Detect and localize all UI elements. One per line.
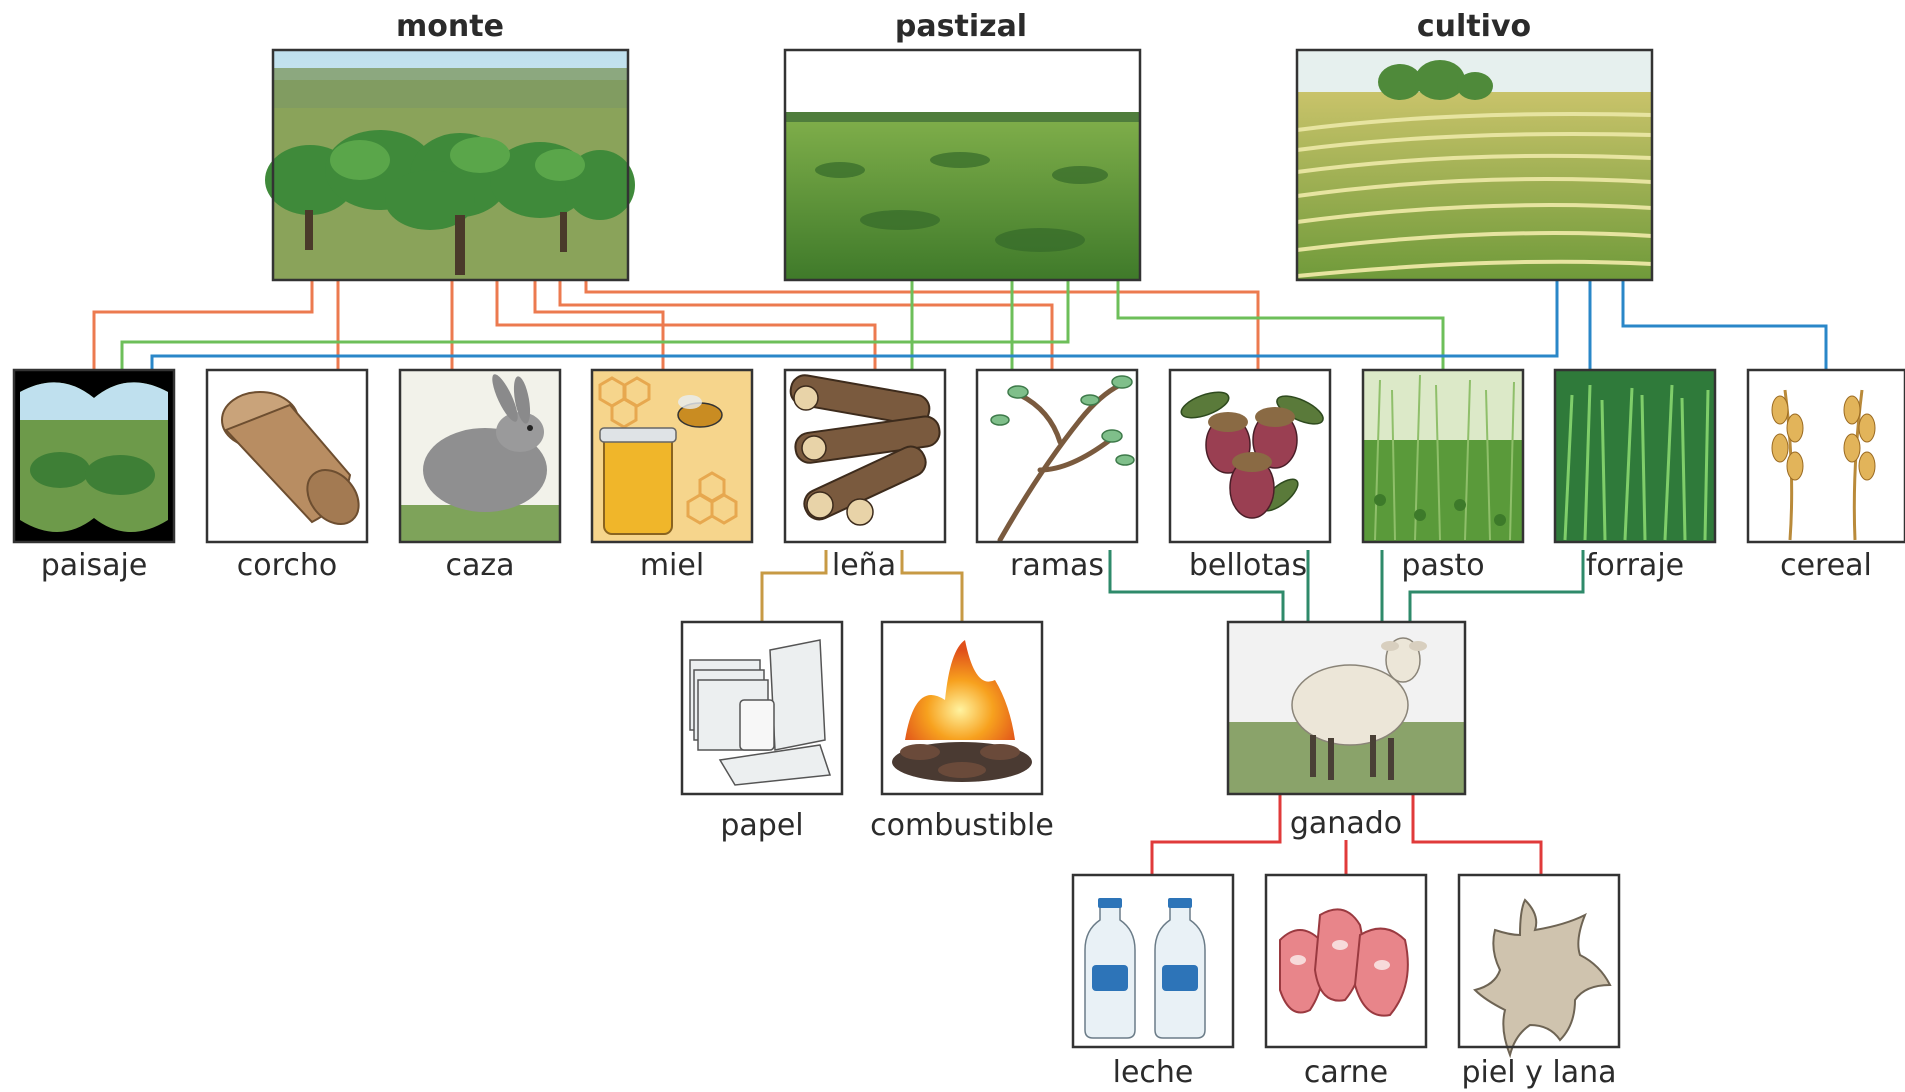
pasto-picture	[1363, 370, 1523, 542]
lena-picture	[785, 370, 945, 542]
ganado-picture	[1228, 622, 1465, 794]
paisaje-label: paisaje	[41, 548, 148, 583]
papel-label: papel	[720, 808, 803, 843]
leche-label: leche	[1113, 1055, 1194, 1090]
ramas-picture	[977, 370, 1137, 542]
piel-lana-picture	[1459, 875, 1619, 1055]
combustible-label: combustible	[870, 808, 1054, 843]
miel-picture	[592, 370, 752, 542]
caza-label: caza	[445, 548, 514, 583]
caza-picture	[400, 370, 560, 542]
pastizal-heading: pastizal	[895, 9, 1027, 44]
combustible-picture	[882, 622, 1042, 794]
carne-picture	[1266, 875, 1426, 1047]
corcho-label: corcho	[237, 548, 337, 583]
lena-label: leña	[832, 548, 896, 583]
carne-label: carne	[1304, 1055, 1388, 1090]
bellotas-picture	[1170, 370, 1330, 542]
forraje-picture	[1555, 370, 1715, 542]
pastizal-picture	[785, 50, 1140, 280]
bellotas-label: bellotas	[1189, 548, 1307, 583]
cultivo-picture	[1297, 50, 1652, 280]
paisaje-picture	[14, 370, 174, 542]
monte-heading: monte	[396, 9, 504, 44]
ganado-label: ganado	[1290, 806, 1402, 841]
cereal-label: cereal	[1780, 548, 1872, 583]
papel-picture	[682, 622, 842, 794]
ramas-label: ramas	[1010, 548, 1104, 583]
forraje-label: forraje	[1586, 548, 1684, 583]
miel-label: miel	[640, 548, 704, 583]
cultivo-heading: cultivo	[1417, 9, 1531, 44]
leche-picture	[1073, 875, 1233, 1047]
pasto-label: pasto	[1401, 548, 1484, 583]
cereal-picture	[1748, 370, 1905, 542]
corcho-picture	[207, 370, 369, 542]
piel-lana-label: piel y lana	[1461, 1055, 1616, 1090]
monte-picture	[265, 50, 635, 280]
